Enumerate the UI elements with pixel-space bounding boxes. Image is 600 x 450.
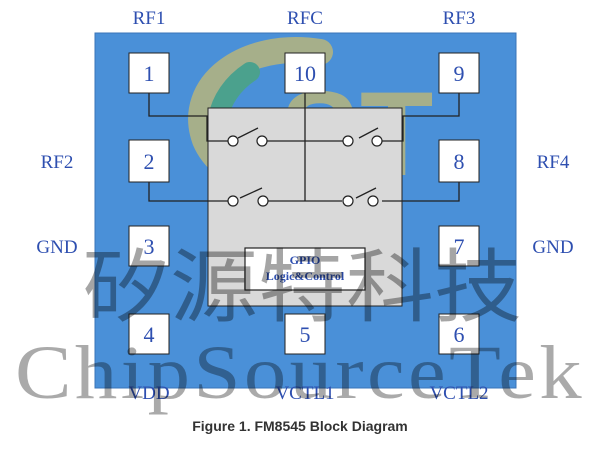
pin-label-rfc: RFC bbox=[287, 8, 323, 29]
pin-8: 8 bbox=[438, 139, 480, 183]
pin-number: 4 bbox=[144, 322, 155, 347]
pin-2: 2 bbox=[128, 139, 170, 183]
figure-caption: Figure 1. FM8545 Block Diagram bbox=[192, 418, 408, 434]
pin-7: 7 bbox=[438, 225, 480, 267]
pin-label-vctl2: VCTL2 bbox=[429, 383, 488, 404]
logic-control-block: GPIO Logic&Control bbox=[244, 247, 366, 291]
pin-4: 4 bbox=[128, 313, 170, 355]
pin-label-vdd: VDD bbox=[128, 383, 169, 404]
pin-9: 9 bbox=[438, 52, 480, 94]
pin-number: 2 bbox=[144, 149, 155, 174]
switch-contacts bbox=[227, 135, 383, 207]
pin-number: 5 bbox=[300, 322, 311, 347]
pin-3: 3 bbox=[128, 225, 170, 267]
pin-10: 10 bbox=[284, 52, 326, 94]
pin-number: 3 bbox=[144, 234, 155, 259]
pin-1: 1 bbox=[128, 52, 170, 94]
pin-number: 10 bbox=[294, 61, 316, 86]
pin-label-vctl1: VCTL1 bbox=[275, 383, 334, 404]
watermark-english: ChipSourceTek bbox=[15, 331, 585, 415]
pin-label-gnd-left: GND bbox=[36, 237, 77, 258]
logic-line1: GPIO bbox=[290, 253, 321, 267]
pin-6: 6 bbox=[438, 313, 480, 355]
pin-number: 9 bbox=[454, 61, 465, 86]
pin-label-rf1: RF1 bbox=[133, 8, 166, 29]
pin-number: 1 bbox=[144, 61, 155, 86]
pin-5: 5 bbox=[284, 313, 326, 355]
pin-label-gnd-right: GND bbox=[532, 237, 573, 258]
pin-number: 8 bbox=[454, 149, 465, 174]
pin-label-rf4: RF4 bbox=[537, 152, 570, 173]
pin-number: 7 bbox=[454, 234, 465, 259]
pin-label-rf3: RF3 bbox=[443, 8, 476, 29]
pin-number: 6 bbox=[454, 322, 465, 347]
watermark-chinese: 矽源特科技 bbox=[82, 241, 522, 334]
wiring bbox=[148, 93, 460, 202]
logic-line2: Logic&Control bbox=[266, 269, 345, 283]
pin-label-rf2: RF2 bbox=[41, 152, 74, 173]
